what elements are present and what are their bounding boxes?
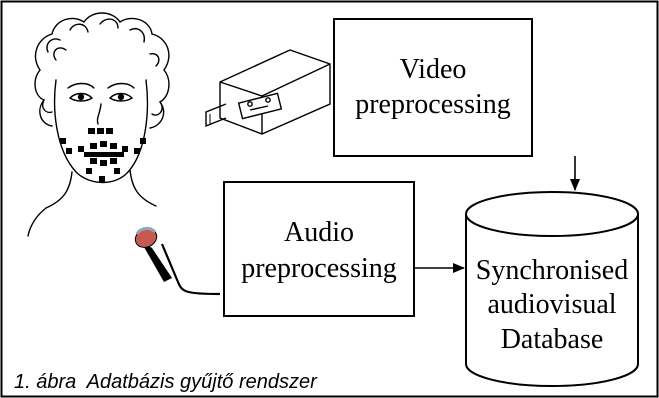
audio-box-line2: preprocessing — [241, 253, 397, 284]
database-line2: audiovisual — [487, 289, 616, 320]
figure-caption: 1. ábra Adatbázis gyűjtő rendszer — [14, 371, 318, 393]
database-cylinder — [465, 191, 639, 387]
audio-box-line1: Audio — [284, 217, 354, 248]
video-camera-icon — [205, 49, 331, 135]
database-line1: Synchronised — [476, 255, 628, 286]
video-box-line2: preprocessing — [355, 89, 511, 120]
video-preprocessing-box — [333, 18, 533, 157]
microphone-icon — [134, 226, 221, 296]
facial-markers — [60, 128, 146, 182]
database-line3: Database — [501, 324, 604, 355]
video-box-line1: Video — [400, 54, 467, 85]
face-with-markers-icon — [27, 12, 170, 237]
audio-preprocessing-box — [223, 181, 415, 317]
